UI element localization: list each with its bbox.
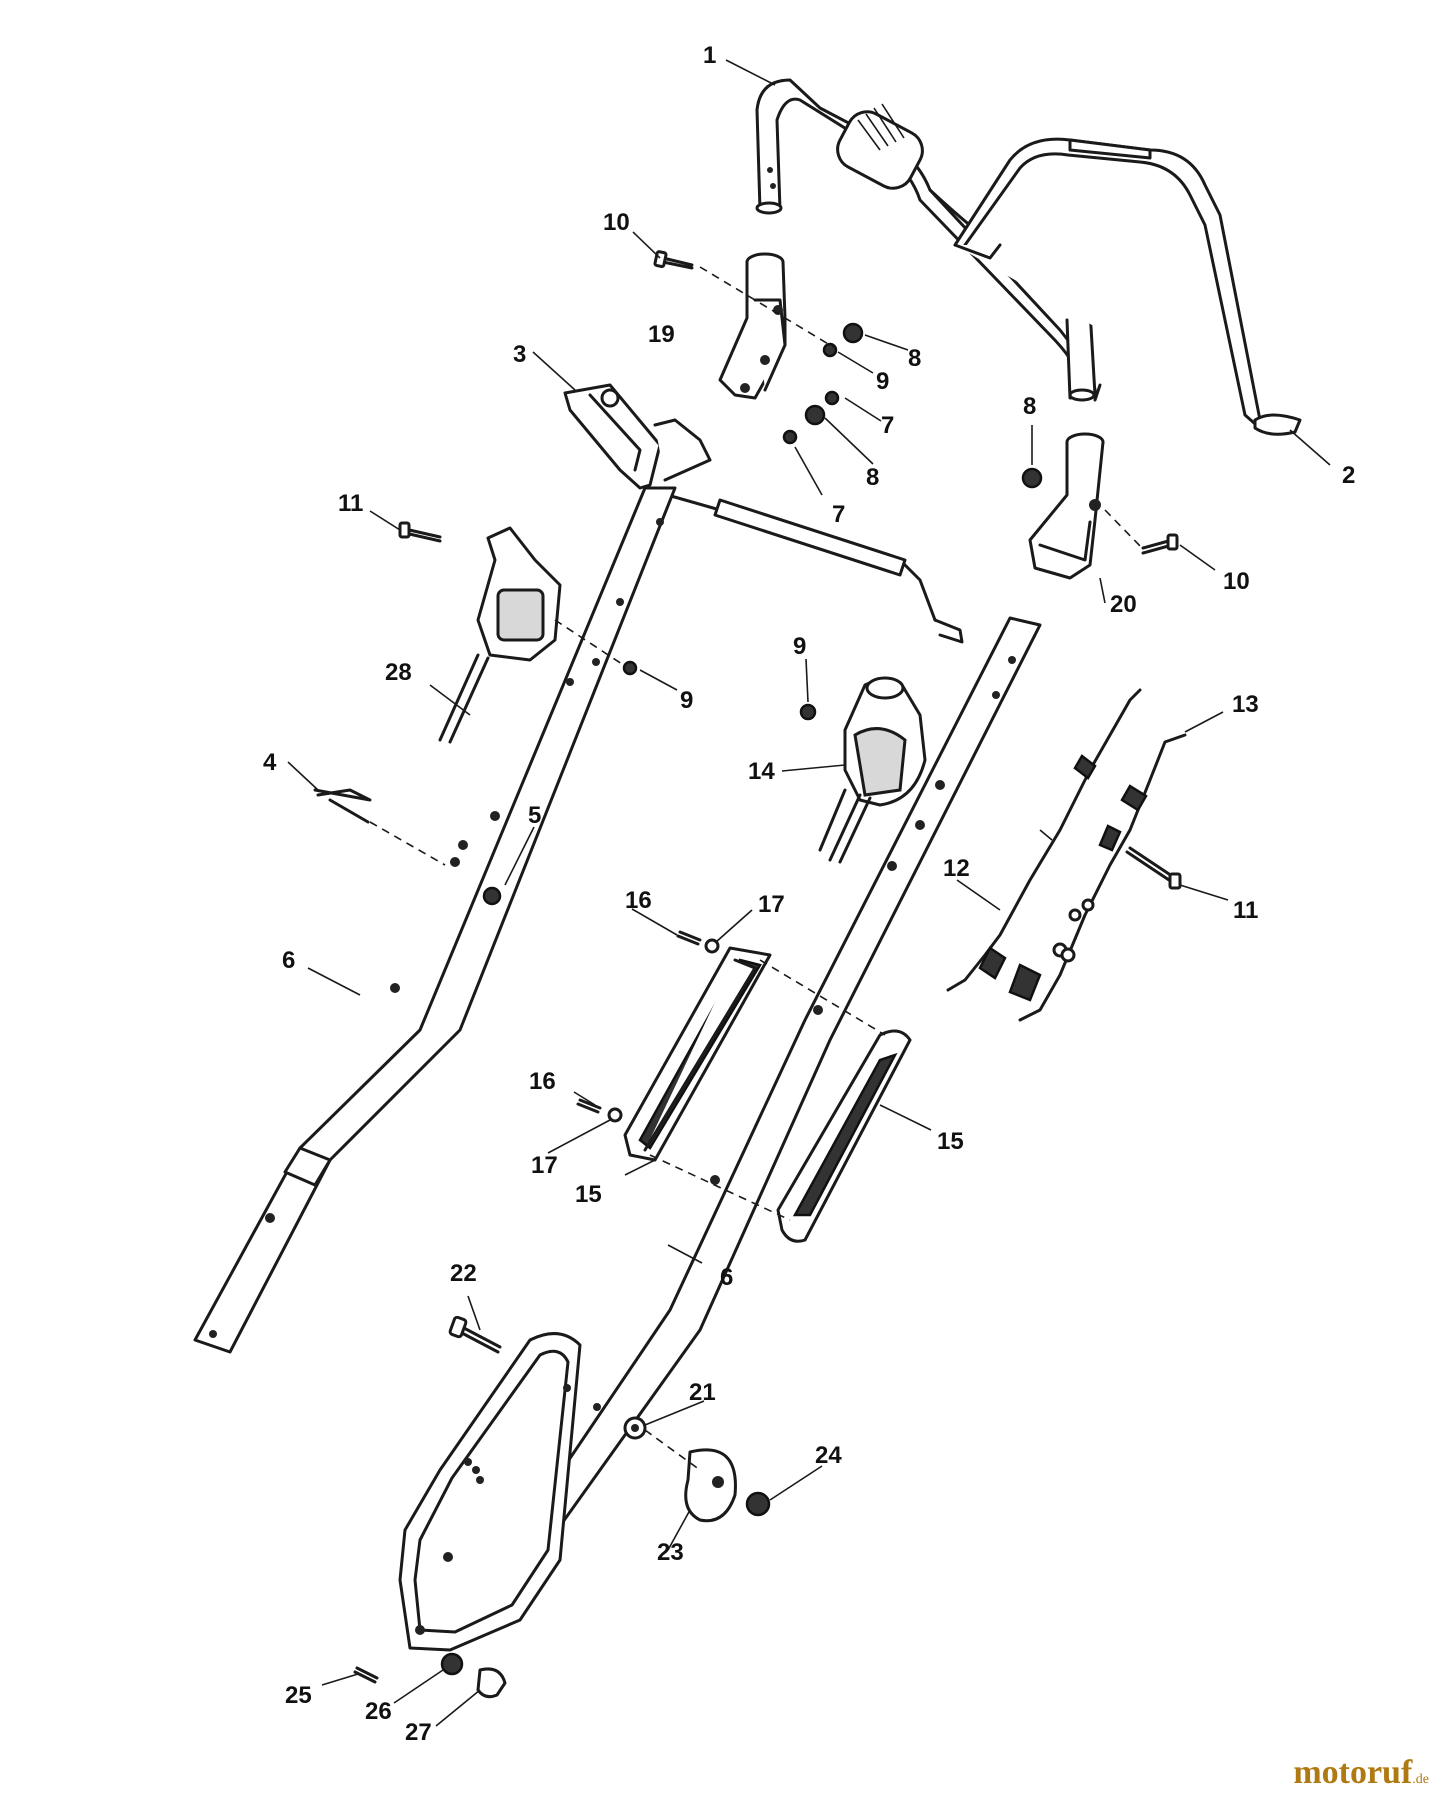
- label-19: 19: [648, 321, 675, 348]
- label-20: 20: [1110, 591, 1137, 618]
- label-27: 27: [405, 1719, 432, 1746]
- label-17-b: 17: [531, 1152, 558, 1179]
- brake-rod: [648, 488, 964, 644]
- label-24: 24: [815, 1442, 842, 1469]
- label-9-b: 9: [680, 687, 693, 714]
- grip-rail-left: [623, 946, 772, 1162]
- label-1: 1: [703, 42, 716, 69]
- label-2: 2: [1342, 462, 1355, 489]
- label-8-b: 8: [866, 464, 879, 491]
- handle-clamp-left: [718, 252, 787, 400]
- watermark-text: motoruf: [1293, 1754, 1413, 1791]
- lower-bracket: [398, 1332, 582, 1652]
- leader-lines: [287, 59, 1331, 1727]
- label-7-b: 7: [832, 501, 845, 528]
- label-11-a: 11: [338, 490, 363, 517]
- label-9-c: 9: [793, 633, 806, 660]
- bail-bar: [953, 137, 1302, 436]
- label-11-b: 11: [1233, 897, 1258, 924]
- label-5: 5: [528, 802, 541, 829]
- throttle-control: [438, 526, 562, 744]
- grip-rail-right: [776, 1029, 912, 1243]
- handle-clamp-right: [1028, 432, 1105, 580]
- label-10-a: 10: [603, 209, 630, 236]
- label-21: 21: [689, 1379, 716, 1406]
- label-13: 13: [1232, 691, 1259, 718]
- part-labels: 1 2 3 4 5 6 6 7 7 8 8 8 9 9 9 10 10 11 1…: [263, 42, 1355, 1746]
- label-8-c: 8: [1023, 393, 1036, 420]
- label-10-b: 10: [1223, 568, 1250, 595]
- label-3: 3: [513, 341, 526, 368]
- label-17-a: 17: [758, 891, 785, 918]
- label-26: 26: [365, 1698, 392, 1725]
- watermark-logo: motoruf.de: [1293, 1754, 1429, 1792]
- label-15-left: 15: [575, 1181, 602, 1208]
- label-15-right: 15: [937, 1128, 964, 1155]
- label-23: 23: [657, 1539, 684, 1566]
- handle-tube-right: [523, 616, 1042, 1542]
- label-12: 12: [943, 855, 970, 882]
- label-6-left: 6: [282, 947, 295, 974]
- drive-control: [818, 676, 927, 864]
- label-28: 28: [385, 659, 412, 686]
- cable-guide: [563, 383, 712, 490]
- hardware: [313, 250, 1182, 1699]
- label-9-a: 9: [876, 368, 889, 395]
- label-22: 22: [450, 1260, 477, 1287]
- watermark-domain: .de: [1412, 1772, 1429, 1787]
- label-7-a: 7: [881, 412, 894, 439]
- label-8-a: 8: [908, 345, 921, 372]
- cable-13: [1008, 733, 1187, 1022]
- label-16-a: 16: [625, 887, 652, 914]
- handle-tube-left: [193, 486, 677, 1354]
- label-14: 14: [748, 758, 775, 785]
- label-4: 4: [263, 749, 277, 776]
- label-25: 25: [285, 1682, 312, 1709]
- assembly-lines: [369, 266, 1143, 1471]
- label-16-b: 16: [529, 1068, 556, 1095]
- cable-12: [946, 688, 1142, 992]
- label-6-right: 6: [720, 1264, 733, 1291]
